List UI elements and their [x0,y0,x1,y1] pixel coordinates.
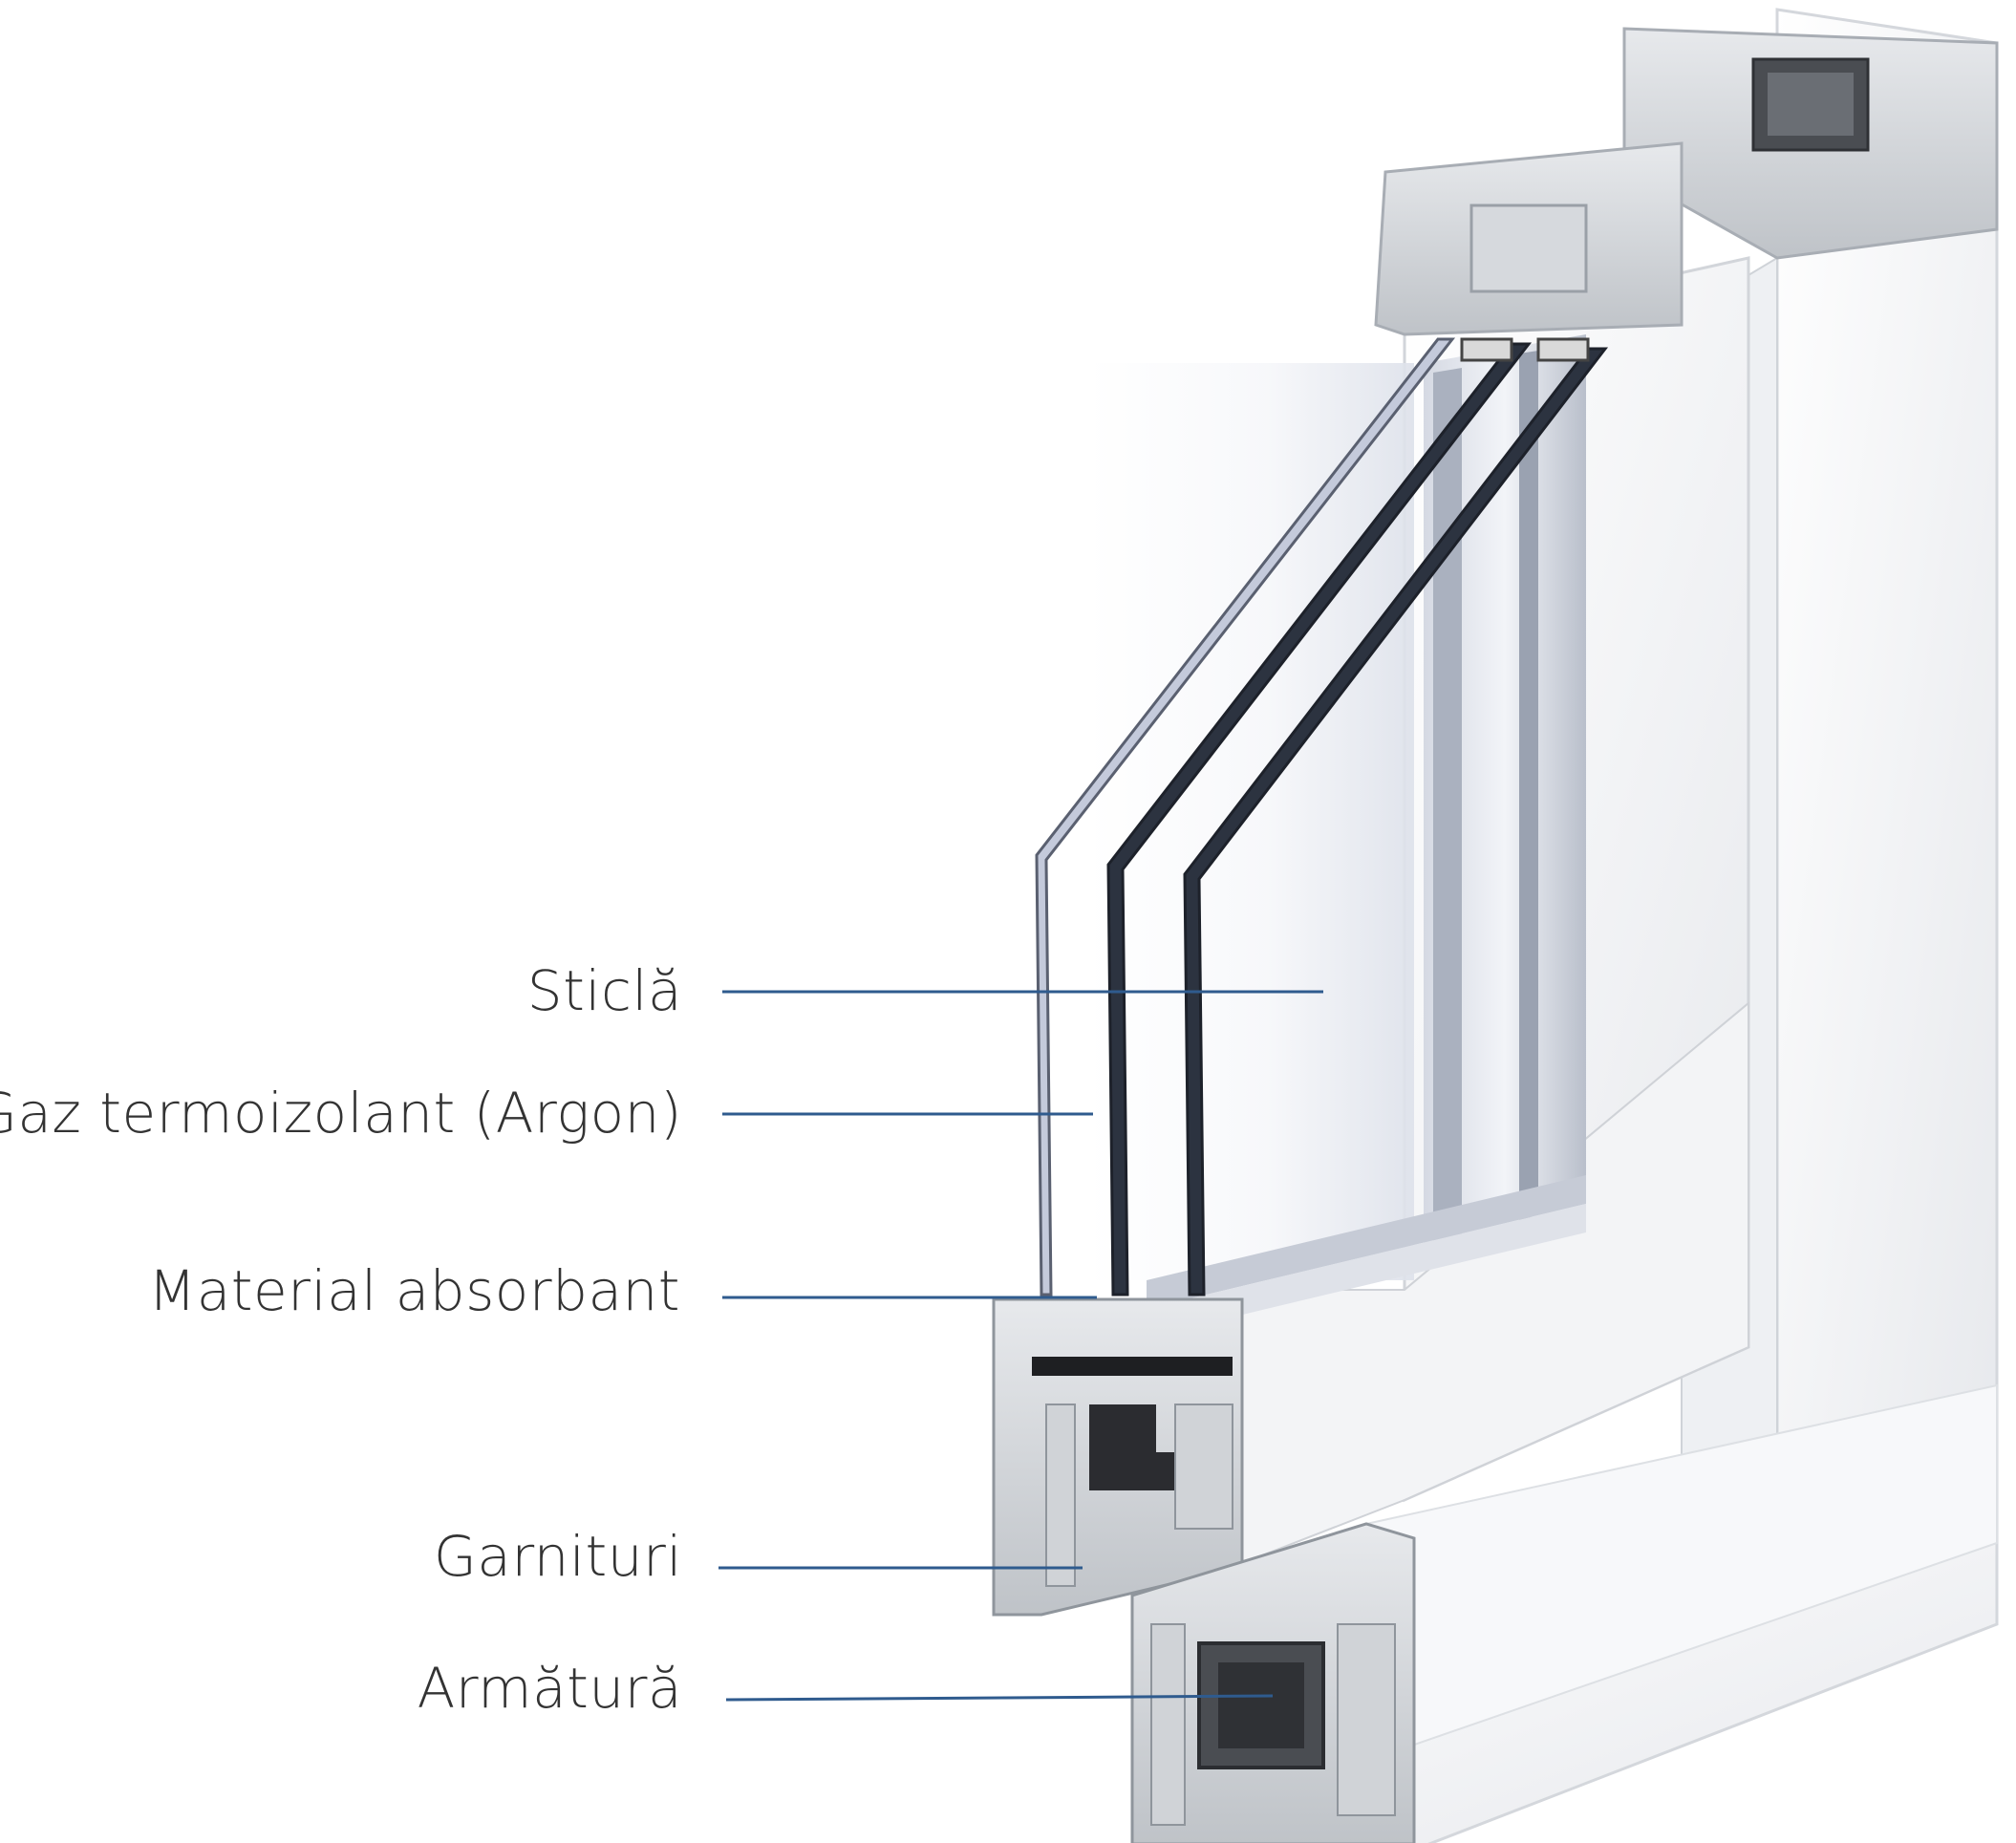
label-armatura: Armătură [417,1656,682,1721]
frame-bottom-section [1130,1522,1416,1843]
sash-bottom-section [992,1297,1244,1617]
label-garnituri: Garnituri [433,1524,682,1589]
leader-lines [718,990,1323,1702]
label-gaz-termoizolant: Gaz termoizolant (Argon) [0,1081,682,1146]
label-sticla: Sticlă [526,958,682,1023]
label-material-absorbant: Material absorbant [148,1258,680,1323]
leader-line-armatura [725,1694,1274,1702]
